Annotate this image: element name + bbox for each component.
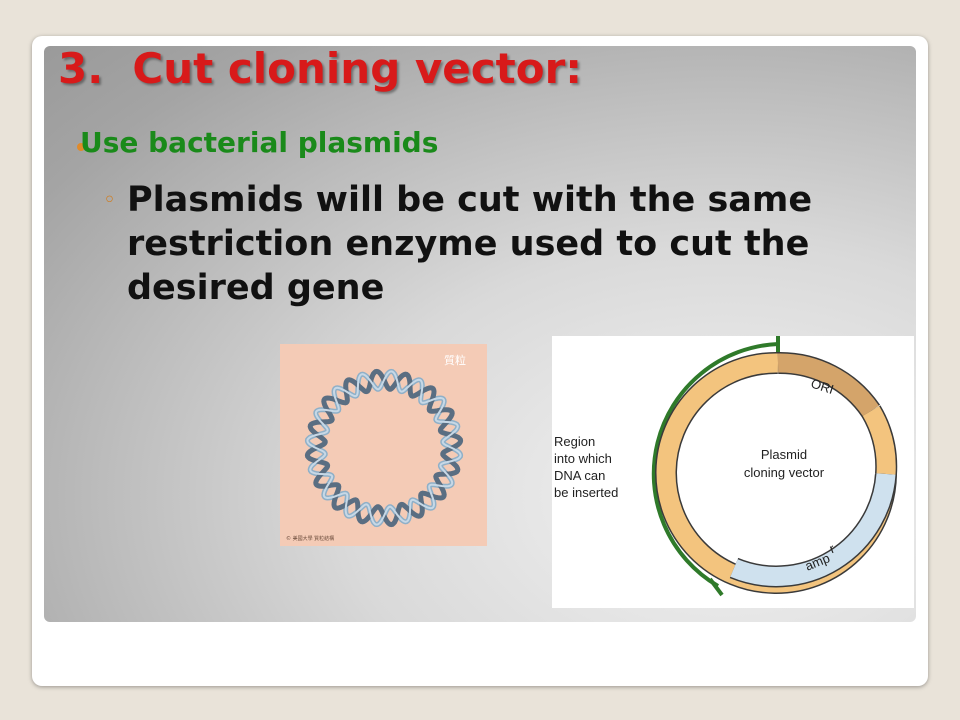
- photo-corner-caption: 質粒: [444, 353, 466, 367]
- region-label-line-3: DNA can: [554, 468, 605, 483]
- region-label-line-1: Region: [554, 434, 595, 449]
- bullet-dot-icon: [77, 143, 85, 151]
- center-label-line-1: Plasmid: [761, 447, 807, 462]
- insertion-region-arc: [651, 342, 779, 588]
- region-label-line-2: into which: [554, 451, 612, 466]
- sub-bullet-marker: ◦: [103, 188, 116, 213]
- slide-title: 3. Cut cloning vector:: [58, 44, 583, 93]
- plasmid-helix-image: 質粒 © 美國大學 質粒結構: [286, 353, 466, 542]
- center-label-line-2: cloning vector: [744, 465, 825, 480]
- sub-bullet-text: Plasmids will be cut with the same restr…: [127, 180, 813, 308]
- photo-bottom-caption: © 美國大學 質粒結構: [286, 535, 334, 542]
- region-label-line-4: be inserted: [554, 485, 618, 500]
- ori-label: ORI: [809, 376, 836, 397]
- plasmid-photo: 質粒 © 美國大學 質粒結構: [280, 344, 487, 546]
- bullet-text: Use bacterial plasmids: [80, 126, 439, 159]
- amp-superscript: r: [827, 540, 837, 556]
- plasmid-vector-diagram: ORI amp r Plasmid cloning vector Region …: [552, 334, 914, 608]
